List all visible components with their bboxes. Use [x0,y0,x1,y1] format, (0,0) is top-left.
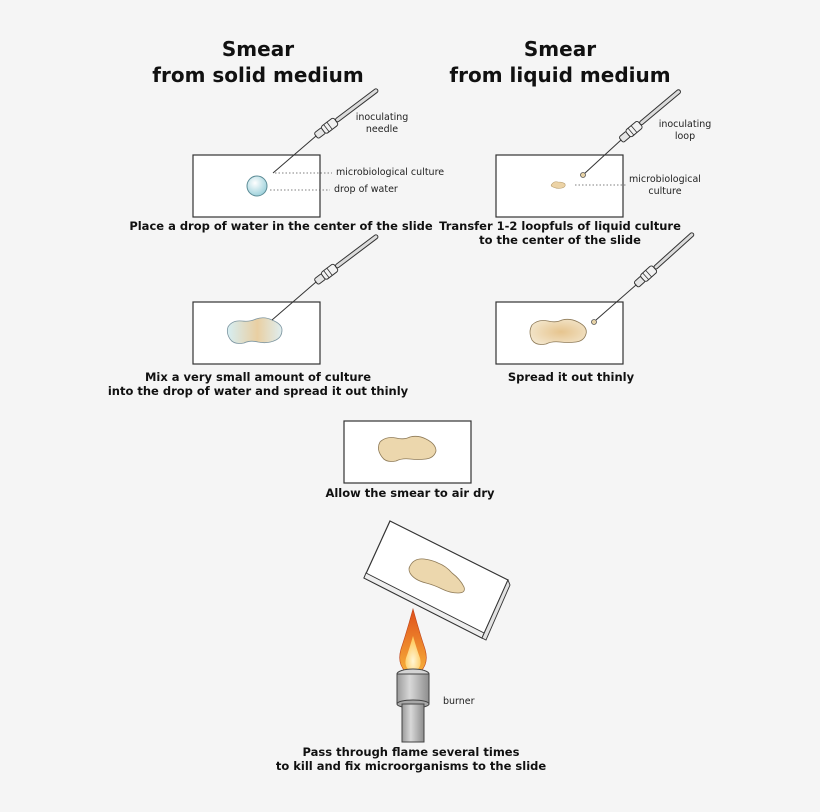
inoculating-loop-wire-1 [583,139,622,175]
caption-step4-line2: to kill and fix microorganisms to the sl… [275,759,547,773]
caption-step3-line1: Allow the smear to air dry [325,486,495,500]
caption-step2-solid: Mix a very small amount of culture into … [98,370,418,398]
label-inoculating-needle-line1: inoculating [355,112,409,123]
caption-step1-solid-line1: Place a drop of water in the center of t… [129,219,433,233]
water-drop [246,175,268,197]
caption-step1-solid: Place a drop of water in the center of t… [126,219,436,233]
slide-step4-tilted [363,520,511,641]
label-drop-of-water: drop of water [334,184,398,195]
title-solid-line2: from solid medium [152,63,364,87]
label-burner: burner [443,696,475,707]
burner [396,668,430,743]
caption-step2-liquid: Spread it out thinly [470,370,672,384]
inoculating-needle-handle-2 [312,231,381,287]
caption-step4-line1: Pass through flame several times [302,745,520,759]
label-microbiological-culture-liquid: microbiological culture [627,174,703,198]
title-solid-medium: Smear from solid medium [118,36,398,88]
spread-smear-liquid [529,318,587,345]
label-microbiological-culture-solid: microbiological culture [336,167,445,178]
caption-step2-solid-line2: into the drop of water and spread it out… [107,384,409,398]
label-microbiological-culture-liquid-line2: culture [648,186,682,197]
air-dried-smear [378,435,437,462]
title-liquid-line1: Smear [523,37,597,61]
caption-step2-liquid-line1: Spread it out thinly [507,370,635,384]
title-solid-line1: Smear [221,37,295,61]
inoculating-needle-wire-1 [272,135,317,174]
inoculating-needle-wire-2 [271,281,317,321]
caption-step4: Pass through flame several times to kill… [250,745,572,773]
label-inoculating-loop-line1: inoculating [658,119,712,130]
liquid-culture-droplet [550,181,566,189]
caption-step2-solid-line1: Mix a very small amount of culture [144,370,372,384]
mixed-smear-solid [226,317,283,344]
caption-step1-liquid: Transfer 1-2 loopfuls of liquid culture … [438,219,682,247]
label-inoculating-needle-line2: needle [365,124,399,135]
label-inoculating-loop-line2: loop [674,131,696,142]
inoculating-loop-tip-1 [580,172,586,178]
label-inoculating-loop: inoculating loop [656,119,714,143]
caption-step1-liquid-line2: to the center of the slide [479,233,641,247]
inoculating-loop-wire-2 [595,284,637,321]
title-liquid-medium: Smear from liquid medium [420,36,700,88]
caption-step1-liquid-line1: Transfer 1-2 loopfuls of liquid culture [439,219,681,233]
label-inoculating-needle: inoculating needle [352,112,412,136]
fixed-smear [408,558,465,594]
inoculating-loop-tip-2 [591,319,597,325]
caption-step3: Allow the smear to air dry [310,486,510,500]
burner-flame [399,607,427,675]
title-liquid-line2: from liquid medium [449,63,671,87]
label-microbiological-culture-liquid-line1: microbiological [629,174,701,185]
